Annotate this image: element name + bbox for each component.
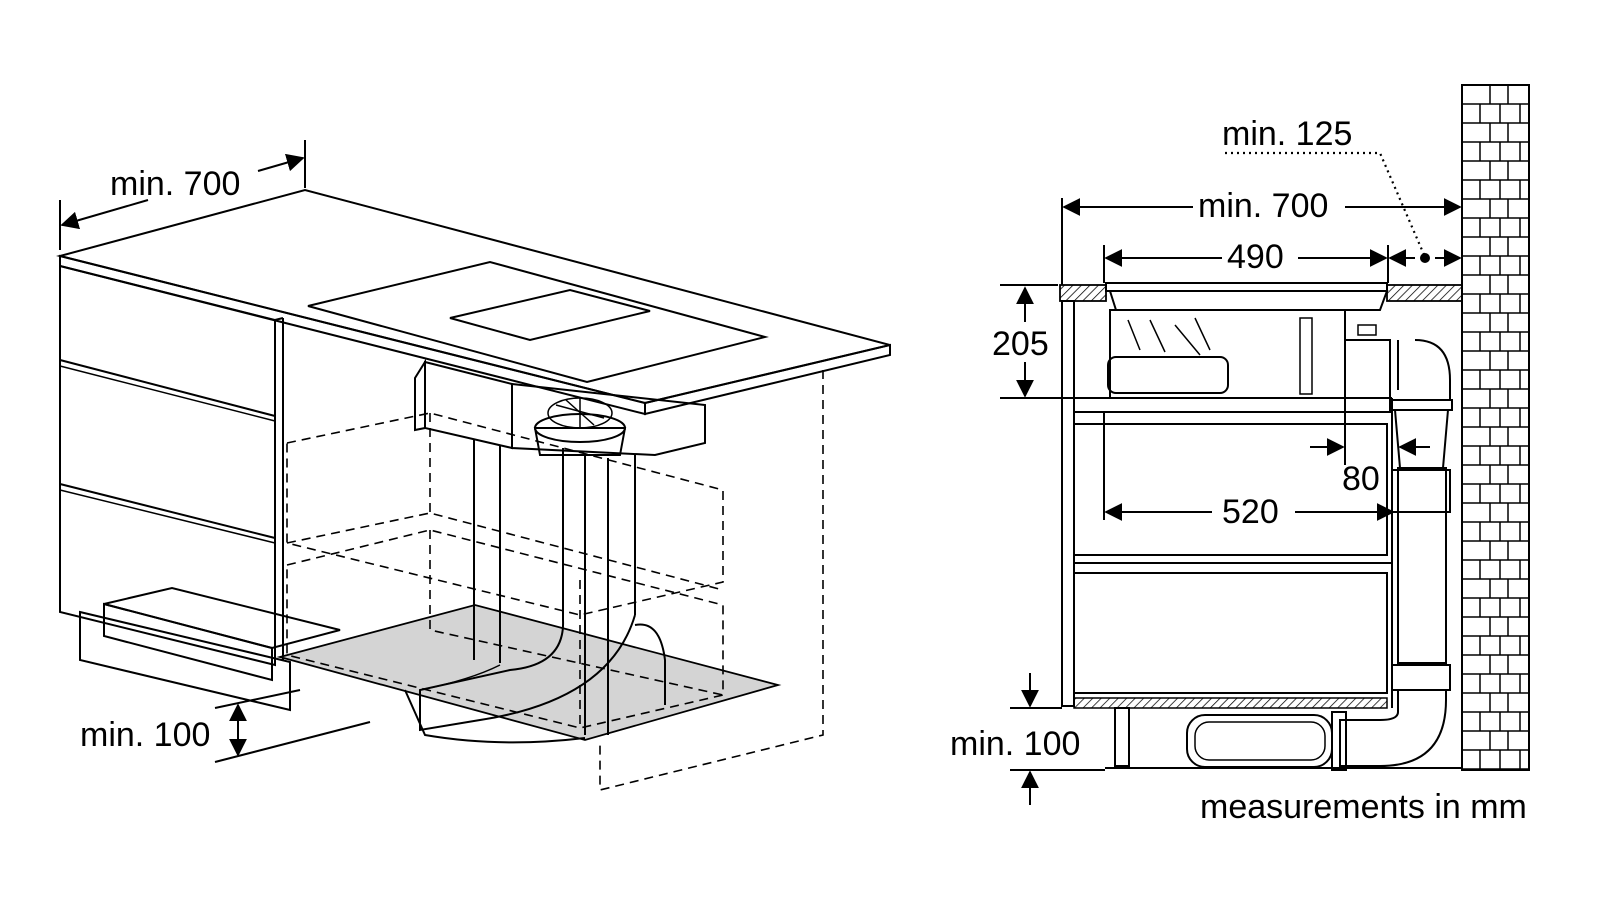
hidden-cabinet-right [599, 370, 824, 792]
dimension-plinth-perspective [214, 689, 371, 763]
cabinet-base-section [1073, 697, 1388, 709]
drawer-divider-1 [59, 359, 276, 417]
clearance-label: min. 125 [1222, 115, 1352, 153]
upper-drawer [1073, 423, 1388, 556]
perspective-view: min. 700 min. 100 [56, 140, 891, 792]
duct-floor-area [276, 604, 782, 741]
hob-glass [307, 260, 769, 384]
hidden-carcass-upper [286, 412, 724, 616]
perspective-plinth-label: min. 100 [80, 716, 210, 754]
dimension-hob-width [1103, 245, 1462, 283]
dimension-width-perspective [59, 140, 306, 250]
dimension-depth [1103, 412, 1395, 521]
dimension-plinth-side [1010, 673, 1105, 805]
extractor-housing [424, 360, 513, 450]
duct-floor-bend [1339, 690, 1447, 767]
side-plinth-label: min. 100 [950, 725, 1080, 763]
drawer-divider-2 [59, 483, 276, 539]
cabinet-side-edge [274, 317, 284, 321]
dimension-wall-clearance [1225, 151, 1430, 263]
duct-bend [419, 614, 636, 732]
plinth-duct-box [103, 586, 341, 650]
hob-width-label: 490 [1227, 238, 1284, 276]
brick-courses [1462, 85, 1529, 770]
plinth-foot [1114, 707, 1130, 767]
dimension-offset [1310, 395, 1430, 465]
duct-riser [1397, 339, 1451, 400]
side-view: min. 125 min. 700 490 205 [950, 84, 1530, 805]
cabinet-side-panel [1061, 300, 1075, 707]
filter-tray [1107, 356, 1229, 394]
hob-vent-panel [449, 288, 651, 342]
dimension-width-side [1061, 198, 1462, 285]
plinth-duct [1186, 714, 1333, 768]
duct-vertical [1397, 467, 1447, 664]
dimension-height [1000, 284, 1392, 399]
offset-label: 80 [1342, 460, 1380, 498]
perspective-width-label: min. 700 [110, 165, 240, 203]
height-label: 205 [992, 325, 1049, 363]
worktop-section-right [1386, 284, 1463, 302]
units-note: measurements in mm [1200, 788, 1527, 826]
plinth [79, 610, 291, 712]
cabinet-front [59, 264, 276, 667]
lower-drawer [1073, 572, 1388, 694]
worktop-side-edge [644, 343, 891, 416]
worktop-section-left [1059, 284, 1107, 302]
hob-top [1105, 282, 1388, 292]
side-width-label: min. 700 [1198, 187, 1328, 225]
depth-label: 520 [1222, 493, 1279, 531]
